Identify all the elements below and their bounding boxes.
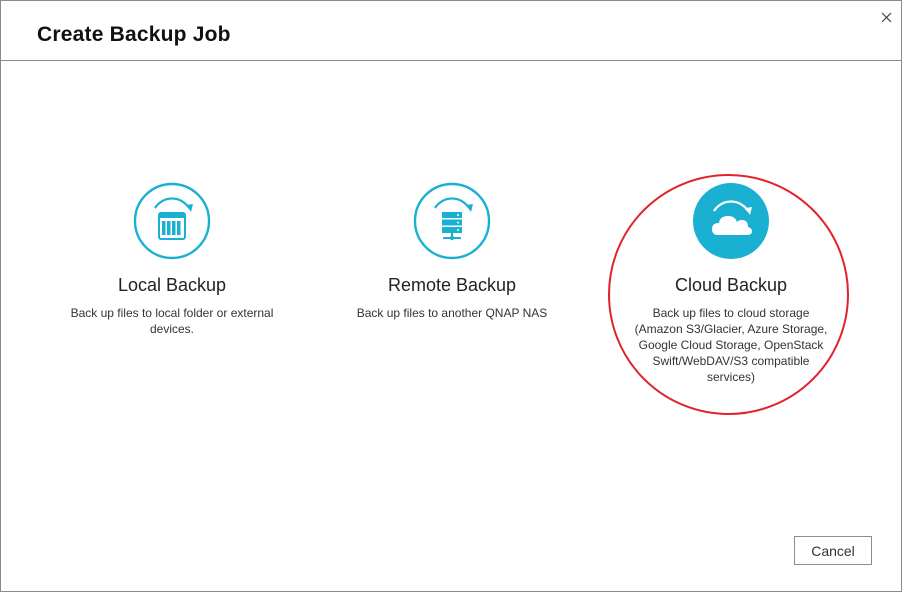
remote-backup-label: Remote Backup: [387, 275, 517, 295]
remote-backup-description: Back up files to another QNAP NAS: [356, 306, 548, 320]
local-backup-option[interactable]: Local Backup Back up files to local fold…: [42, 171, 302, 337]
close-icon[interactable]: [877, 7, 897, 27]
cloud-backup-description: Back up files to cloud storage (Amazon S…: [634, 306, 828, 384]
cloud-backup-option[interactable]: Cloud Backup Back up files to cloud stor…: [601, 171, 861, 385]
remote-server-icon: [413, 182, 491, 260]
cloud-backup-label: Cloud Backup: [674, 275, 788, 295]
local-nas-icon: [133, 182, 211, 260]
dialog-title: Create Backup Job: [37, 23, 231, 46]
cancel-button[interactable]: Cancel: [794, 536, 872, 565]
local-backup-label: Local Backup: [117, 275, 227, 295]
local-backup-description: Back up files to local folder or externa…: [70, 306, 274, 336]
dialog-header: Create Backup Job: [1, 1, 901, 61]
cloud-icon: [693, 183, 769, 259]
remote-backup-option[interactable]: Remote Backup Back up files to another Q…: [322, 171, 582, 321]
